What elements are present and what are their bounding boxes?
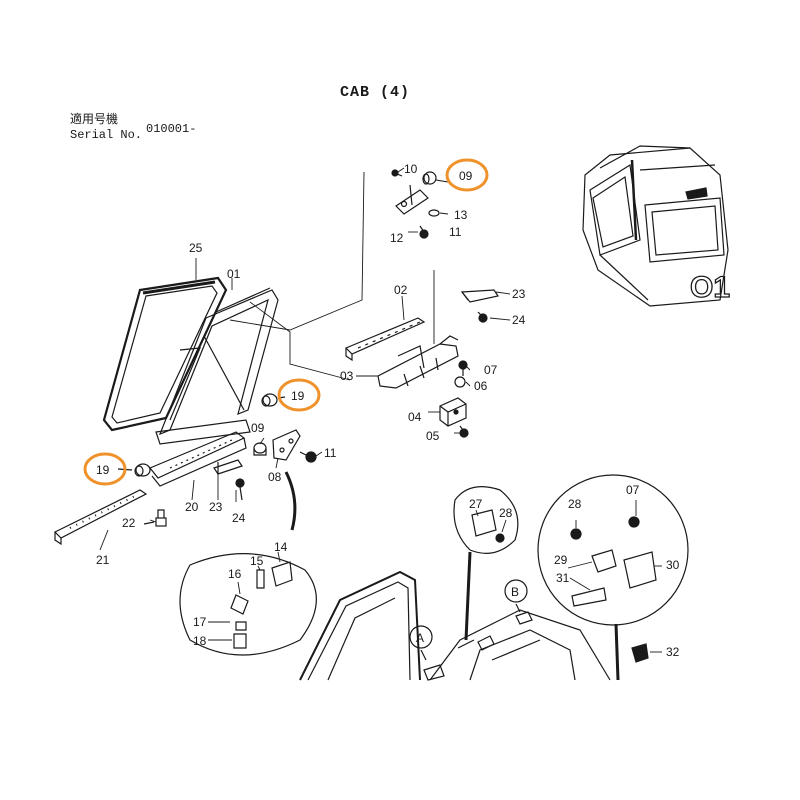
stopper-09-upper <box>422 171 437 185</box>
bolt-10 <box>391 169 403 177</box>
washer-13 <box>428 209 440 217</box>
label-32: 32 <box>666 645 680 659</box>
label-27: 27 <box>469 497 483 511</box>
detail-bubble-latch <box>537 474 689 626</box>
strip-21 <box>53 489 148 546</box>
page-title: CAB (4) <box>340 84 411 101</box>
label-07-mid: 07 <box>484 363 498 377</box>
highlight-part-19-upper <box>277 378 321 412</box>
door-frame-lower <box>299 570 421 681</box>
label-05: 05 <box>426 429 440 443</box>
leader-lines <box>99 167 662 653</box>
label-13: 13 <box>454 208 468 222</box>
label-09-lower: 09 <box>251 421 265 435</box>
bracket-08 <box>272 429 301 461</box>
label-11-upper: 11 <box>449 225 462 239</box>
label-15: 15 <box>250 554 264 568</box>
label-28-small: 28 <box>499 506 513 520</box>
rail-20 <box>149 431 247 487</box>
roller-assembly-03 <box>377 335 459 389</box>
door-frame-01 <box>155 287 279 445</box>
cab-lower-assembly <box>423 609 611 681</box>
callout-a: A <box>409 625 433 661</box>
label-20: 20 <box>185 500 199 514</box>
label-29: 29 <box>554 553 568 567</box>
bolt-32 <box>631 643 649 663</box>
label-10: 10 <box>404 162 418 176</box>
label-25: 25 <box>189 241 203 255</box>
label-21: 21 <box>96 553 110 567</box>
applicability-label: 適用号機 <box>70 113 119 127</box>
label-22: 22 <box>122 516 136 530</box>
label-24-lower: 24 <box>232 511 246 525</box>
label-19-upper: 19 <box>291 389 305 403</box>
bolt-11-upper <box>419 225 429 239</box>
bolt-11-lower <box>299 451 317 463</box>
bolt-22 <box>143 509 167 527</box>
stopper-09-lower <box>253 442 267 456</box>
highlight-ovals <box>83 158 489 486</box>
detail-bubble-pins <box>179 553 317 656</box>
serial-number: 010001- <box>146 122 197 136</box>
label-23-lower: 23 <box>209 500 223 514</box>
label-17: 17 <box>193 615 207 629</box>
label-04: 04 <box>408 410 422 424</box>
label-18: 18 <box>193 634 207 648</box>
label-09-upper: 09 <box>459 169 473 183</box>
label-11-lower: 11 <box>324 446 337 460</box>
bolt-05 <box>459 425 469 438</box>
cab-number-marking: O1 <box>690 271 730 304</box>
svg-text:B: B <box>511 585 519 599</box>
cab-overview: O1 <box>582 145 731 307</box>
label-07-bubble: 07 <box>626 483 640 497</box>
label-16: 16 <box>228 567 242 581</box>
part-06 <box>454 376 466 388</box>
part-labels: 25 01 02 03 04 05 06 07 07 08 09 09 10 1… <box>96 162 680 659</box>
bolt-24-lower <box>235 478 245 501</box>
bolt-24-upper <box>477 311 488 323</box>
label-03: 03 <box>340 369 354 383</box>
label-24-upper: 24 <box>512 313 526 327</box>
label-31: 31 <box>556 571 570 585</box>
bolt-07-mid <box>458 360 468 376</box>
svg-text:A: A <box>416 631 424 645</box>
bracket-23-upper <box>460 289 499 303</box>
label-02: 02 <box>394 283 408 297</box>
label-28-bubble: 28 <box>568 497 582 511</box>
serial-label: Serial No. <box>70 128 143 142</box>
label-06: 06 <box>474 379 488 393</box>
highlight-part-19-lower <box>83 452 127 486</box>
detail-bubble-27-28 <box>453 486 519 554</box>
label-08: 08 <box>268 470 282 484</box>
connector-lines <box>284 471 620 681</box>
label-23-upper: 23 <box>512 287 526 301</box>
label-19-lower: 19 <box>96 463 110 477</box>
label-12: 12 <box>390 231 404 245</box>
label-01: 01 <box>227 267 241 281</box>
highlight-part-09 <box>445 158 489 192</box>
rail-02 <box>344 317 426 362</box>
window-seal-25 <box>102 276 228 432</box>
label-30: 30 <box>666 558 680 572</box>
block-04 <box>439 397 467 427</box>
label-14: 14 <box>274 540 288 554</box>
upper-bracket-12 <box>395 184 429 215</box>
callout-b: B <box>504 579 528 613</box>
